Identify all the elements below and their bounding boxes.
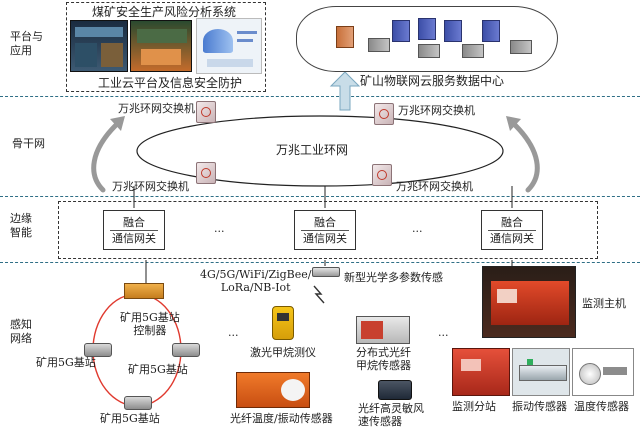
ring-label: 万兆工业环网	[276, 143, 349, 157]
edge-ellipsis-1: ...	[214, 222, 225, 235]
wireless-link	[313, 285, 325, 304]
fiber-wind-device	[378, 380, 412, 400]
layer-label-edge: 边缘 智能	[10, 212, 32, 240]
base-station-icon-right	[172, 343, 200, 357]
layer-label-edge-line2: 智能	[10, 226, 32, 239]
monitor-host-label: 监测主机	[582, 297, 626, 310]
controller-line2: 控制器	[133, 324, 167, 337]
arrow-right-up-head	[506, 116, 521, 131]
server-icon	[418, 18, 436, 40]
layer-label-backbone: 骨干网	[12, 137, 45, 150]
temperature-sensor-photo	[572, 348, 634, 396]
gateway-center: 融合 通信网关	[294, 210, 356, 250]
fiber-wind-label: 光纤高灵敏风 速传感器	[358, 402, 424, 428]
switch-icon-top-right	[374, 103, 394, 125]
server-icon	[482, 20, 500, 42]
base-station-controller-device	[124, 283, 164, 299]
base-station-label-bottom: 矿用5G基站	[100, 412, 160, 425]
perception-ellipsis-1: ...	[228, 326, 239, 339]
edge-ellipsis-2: ...	[412, 222, 423, 235]
switch-label-bottom-left: 万兆环网交换机	[112, 180, 189, 193]
vibration-sensor-label: 振动传感器	[512, 400, 567, 413]
fiber-wind-line1: 光纤高灵敏风	[358, 402, 424, 415]
laser-methane-label: 激光甲烷测仪	[250, 346, 316, 359]
gateway-line2: 通信网关	[303, 232, 347, 245]
monitor-host-photo	[482, 266, 576, 338]
switch-label-top-right: 万兆环网交换机	[398, 104, 475, 117]
temperature-sensor-label: 温度传感器	[574, 400, 629, 413]
dashboard-screenshot-1	[70, 20, 128, 72]
edge-box	[58, 201, 598, 259]
switch-label-top-left: 万兆环网交换机	[118, 102, 195, 115]
distributed-fiber-label: 分布式光纤 甲烷传感器	[356, 346, 411, 372]
platform-box	[66, 2, 266, 92]
server-icon	[444, 20, 462, 42]
arrow-left-up	[91, 120, 121, 193]
controller-line1: 矿用5G基站	[120, 311, 180, 324]
monitor-substation-label: 监测分站	[452, 400, 496, 413]
fiber-wind-line2: 速传感器	[358, 415, 402, 428]
switch-icon-bottom-right	[372, 164, 392, 186]
base-station-icon-left	[84, 343, 112, 357]
protocols-label: 4G/5G/WiFi/ZigBee/ LoRa/NB-Iot	[200, 268, 311, 294]
dashboard-screenshot-2	[130, 20, 192, 72]
layer-label-platform: 平台与应用	[10, 30, 43, 57]
base-station-icon-bottom	[124, 396, 152, 410]
system-title: 煤矿安全生产风险分析系统	[92, 5, 237, 19]
base-station-label-center: 矿用5G基站	[128, 363, 188, 376]
divider-edge-perception	[0, 262, 640, 263]
optical-sensor-device	[312, 267, 340, 277]
data-center-label: 矿山物联网云服务数据中心	[360, 74, 505, 88]
divider-platform-backbone	[0, 96, 640, 97]
server-icon	[418, 44, 440, 58]
distributed-fiber-line2: 甲烷传感器	[356, 359, 411, 372]
base-station-controller-label: 矿用5G基站 控制器	[120, 311, 180, 337]
server-icon	[510, 40, 532, 54]
vibration-sensor-photo	[512, 348, 570, 396]
switch-icon-top-left	[196, 101, 216, 123]
divider-backbone-edge	[0, 196, 640, 197]
gateway-line1: 融合	[301, 216, 349, 231]
base-station-label-left: 矿用5G基站	[36, 356, 96, 369]
server-icon	[462, 44, 484, 58]
layer-label-perception-line2: 网络	[10, 332, 32, 345]
optical-sensor-label: 新型光学多参数传感	[344, 271, 443, 284]
perception-ellipsis-2: ...	[438, 326, 449, 339]
dashboard-screenshot-3	[196, 18, 262, 74]
fiber-temp-vibration-label: 光纤温度/振动传感器	[230, 412, 333, 425]
server-icon	[336, 26, 354, 48]
server-icon	[392, 20, 410, 42]
arrow-right-up	[510, 120, 540, 193]
protocols-line2: LoRa/NB-Iot	[220, 281, 291, 294]
distributed-fiber-device	[356, 316, 410, 344]
gateway-right: 融合 通信网关	[481, 210, 543, 250]
switch-label-bottom-right: 万兆环网交换机	[396, 180, 473, 193]
arrow-left-up-head	[110, 116, 125, 131]
backbone-ring	[136, 115, 504, 187]
gateway-line1: 融合	[488, 216, 536, 231]
laser-methane-device	[272, 306, 294, 340]
fiber-temp-vibration-device	[236, 372, 310, 408]
gateway-line1: 融合	[110, 216, 158, 231]
gateway-line2: 通信网关	[112, 232, 156, 245]
gateway-line2: 通信网关	[490, 232, 534, 245]
gateway-left: 融合 通信网关	[103, 210, 165, 250]
cloud-platform-label: 工业云平台及信息安全防护	[98, 76, 243, 90]
distributed-fiber-line1: 分布式光纤	[356, 346, 411, 359]
layer-label-perception-line1: 感知	[10, 318, 32, 331]
protocols-line1: 4G/5G/WiFi/ZigBee/	[200, 268, 312, 281]
monitor-substation-photo	[452, 348, 510, 396]
server-icon	[368, 38, 390, 52]
layer-label-edge-line1: 边缘	[10, 212, 32, 225]
arrow-to-data-center	[329, 71, 361, 111]
switch-icon-bottom-left	[196, 162, 216, 184]
layer-label-perception: 感知 网络	[10, 318, 32, 346]
